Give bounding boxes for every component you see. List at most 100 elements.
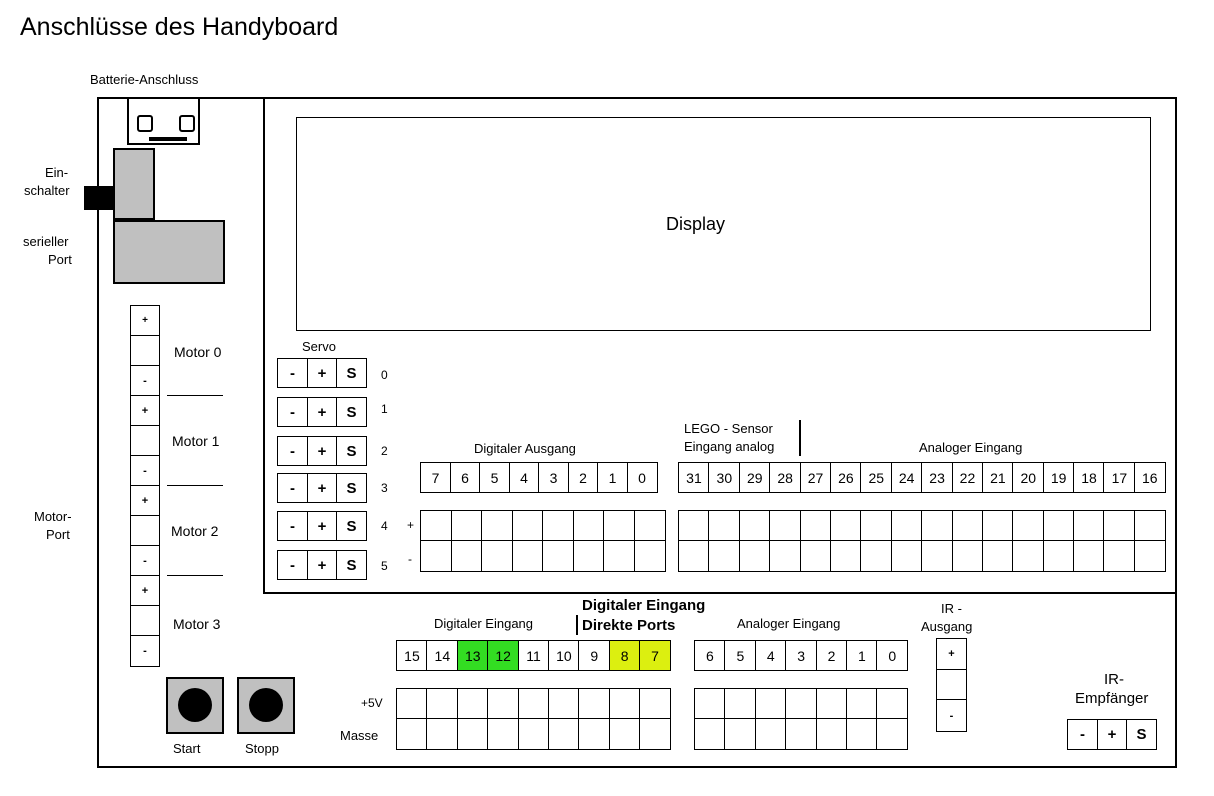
digital-input-socket[interactable] — [456, 688, 489, 720]
digital-output-socket[interactable] — [633, 540, 666, 572]
port-number: 26 — [829, 462, 862, 493]
motor-0-minus[interactable]: - — [130, 365, 160, 396]
motor-0-mid[interactable] — [130, 335, 160, 366]
digital-output-port: 1 — [597, 462, 628, 493]
analog-input-bottom-connector[interactable] — [694, 688, 909, 750]
analog-input-bottom-socket[interactable] — [785, 718, 818, 750]
servo-number-0: 0 — [381, 368, 388, 382]
servo-3-pin-plus[interactable]: + — [306, 473, 338, 503]
port-number: 20 — [1012, 462, 1045, 493]
motor-3-label: Motor 3 — [173, 616, 221, 632]
port-number: 28 — [769, 462, 802, 493]
motor-3-minus[interactable]: - — [130, 635, 160, 667]
analog-input-top-socket[interactable] — [678, 540, 710, 572]
motor-2-mid[interactable] — [130, 515, 160, 546]
ir-receiver-pin-signal[interactable]: S — [1126, 719, 1157, 750]
digital-output-socket[interactable] — [481, 540, 513, 572]
servo-0-pin-minus[interactable]: - — [277, 358, 308, 388]
lego-sensor-divider — [799, 420, 801, 456]
servo-5-pin-plus[interactable]: + — [306, 550, 338, 580]
servo-connector-1: -+S — [277, 397, 367, 427]
servo-5-pin-signal[interactable]: S — [336, 550, 367, 580]
analog-input-top-socket[interactable] — [708, 540, 741, 572]
analog-input-top-socket[interactable] — [1012, 540, 1045, 572]
stop-button[interactable] — [237, 677, 295, 734]
ir-output-minus[interactable]: - — [936, 699, 967, 732]
analog-input-top-socket[interactable] — [1133, 540, 1166, 572]
servo-1-pin-signal[interactable]: S — [336, 397, 367, 427]
motor-1-label: Motor 1 — [172, 433, 220, 449]
servo-1-pin-plus[interactable]: + — [306, 397, 338, 427]
digital-input-socket[interactable] — [547, 688, 580, 720]
motor-0-plus[interactable]: + — [130, 305, 160, 336]
analog-input-top-socket[interactable] — [1073, 540, 1105, 572]
analog-input-bottom-socket[interactable] — [815, 688, 848, 720]
analog-input-top-connector[interactable] — [678, 510, 1166, 572]
switch-body[interactable] — [113, 148, 155, 220]
analog-input-top-socket[interactable] — [708, 510, 741, 542]
digital-output-socket[interactable] — [572, 510, 605, 542]
digital-output-socket[interactable] — [633, 510, 666, 542]
servo-4-pin-signal[interactable]: S — [336, 511, 367, 541]
motor-1-mid[interactable] — [130, 425, 160, 456]
serial-label-2: Port — [48, 252, 72, 267]
analog-input-top-socket[interactable] — [1042, 540, 1075, 572]
analog-input-top-socket[interactable] — [951, 540, 984, 572]
servo-3-pin-minus[interactable]: - — [277, 473, 308, 503]
motor-0-label: Motor 0 — [174, 344, 222, 360]
digital-input-socket[interactable] — [426, 718, 459, 750]
servo-3-pin-signal[interactable]: S — [336, 473, 367, 503]
servo-2-pin-minus[interactable]: - — [277, 436, 308, 466]
analog-input-bottom-socket[interactable] — [694, 718, 726, 750]
digital-input-direct-label-1: Digitaler Eingang — [582, 597, 706, 614]
servo-4-pin-plus[interactable]: + — [306, 511, 338, 541]
motor-2-plus[interactable]: + — [130, 485, 160, 516]
servo-0-pin-signal[interactable]: S — [336, 358, 367, 388]
motor-1-plus[interactable]: + — [130, 395, 160, 426]
analog-input-top-socket[interactable] — [1103, 540, 1136, 572]
analog-input-top-socket[interactable] — [951, 510, 984, 542]
ir-receiver-pin-plus[interactable]: + — [1096, 719, 1128, 750]
start-button[interactable] — [166, 677, 224, 734]
ir-receiver-pin-minus[interactable]: - — [1067, 719, 1098, 750]
motor-3-mid[interactable] — [130, 605, 160, 636]
port-number: 29 — [738, 462, 771, 493]
analog-input-top-socket[interactable] — [678, 510, 710, 542]
digital-input-socket[interactable] — [639, 718, 672, 750]
digital-output-socket[interactable] — [603, 510, 635, 542]
analog-input-top-socket[interactable] — [738, 510, 771, 542]
analog-input-top-socket[interactable] — [981, 540, 1014, 572]
analog-input-top-socket[interactable] — [738, 540, 771, 572]
servo-1-pin-minus[interactable]: - — [277, 397, 308, 427]
analog-input-top-socket[interactable] — [1133, 510, 1166, 542]
analog-input-bottom-socket[interactable] — [876, 718, 909, 750]
ir-output-plus[interactable]: + — [936, 638, 967, 670]
port-number: 1 — [845, 640, 878, 671]
stop-label: Stopp — [245, 741, 279, 756]
serial-port[interactable] — [113, 220, 225, 284]
digital-input-socket[interactable] — [487, 688, 520, 720]
servo-2-pin-plus[interactable]: + — [306, 436, 338, 466]
servo-2-pin-signal[interactable]: S — [336, 436, 367, 466]
servo-connector-4: -+S — [277, 511, 367, 541]
servo-4-pin-minus[interactable]: - — [277, 511, 308, 541]
digital-input-socket[interactable] — [578, 718, 611, 750]
digital-input-connector[interactable] — [396, 688, 672, 750]
digital-output-socket[interactable] — [511, 540, 544, 572]
display-label: Display — [666, 214, 726, 234]
digital-output-port: 7 — [420, 462, 451, 493]
switch-label-2: schalter — [24, 183, 70, 198]
analog-input-top-socket[interactable] — [890, 540, 923, 572]
digital-output-socket[interactable] — [450, 510, 483, 542]
ir-output-mid[interactable] — [936, 668, 967, 701]
motor-2-minus[interactable]: - — [130, 545, 160, 576]
digital-output-socket[interactable] — [572, 540, 605, 572]
digital-input-socket[interactable] — [396, 718, 428, 750]
motor-3-plus[interactable]: + — [130, 575, 160, 606]
motor-1-minus[interactable]: - — [130, 455, 160, 486]
digital-output-connector[interactable] — [420, 510, 666, 572]
analog-input-top-socket[interactable] — [921, 540, 954, 572]
servo-number-1: 1 — [381, 402, 388, 416]
switch-lever[interactable] — [84, 186, 114, 210]
analog-input-top-socket[interactable] — [860, 540, 893, 572]
